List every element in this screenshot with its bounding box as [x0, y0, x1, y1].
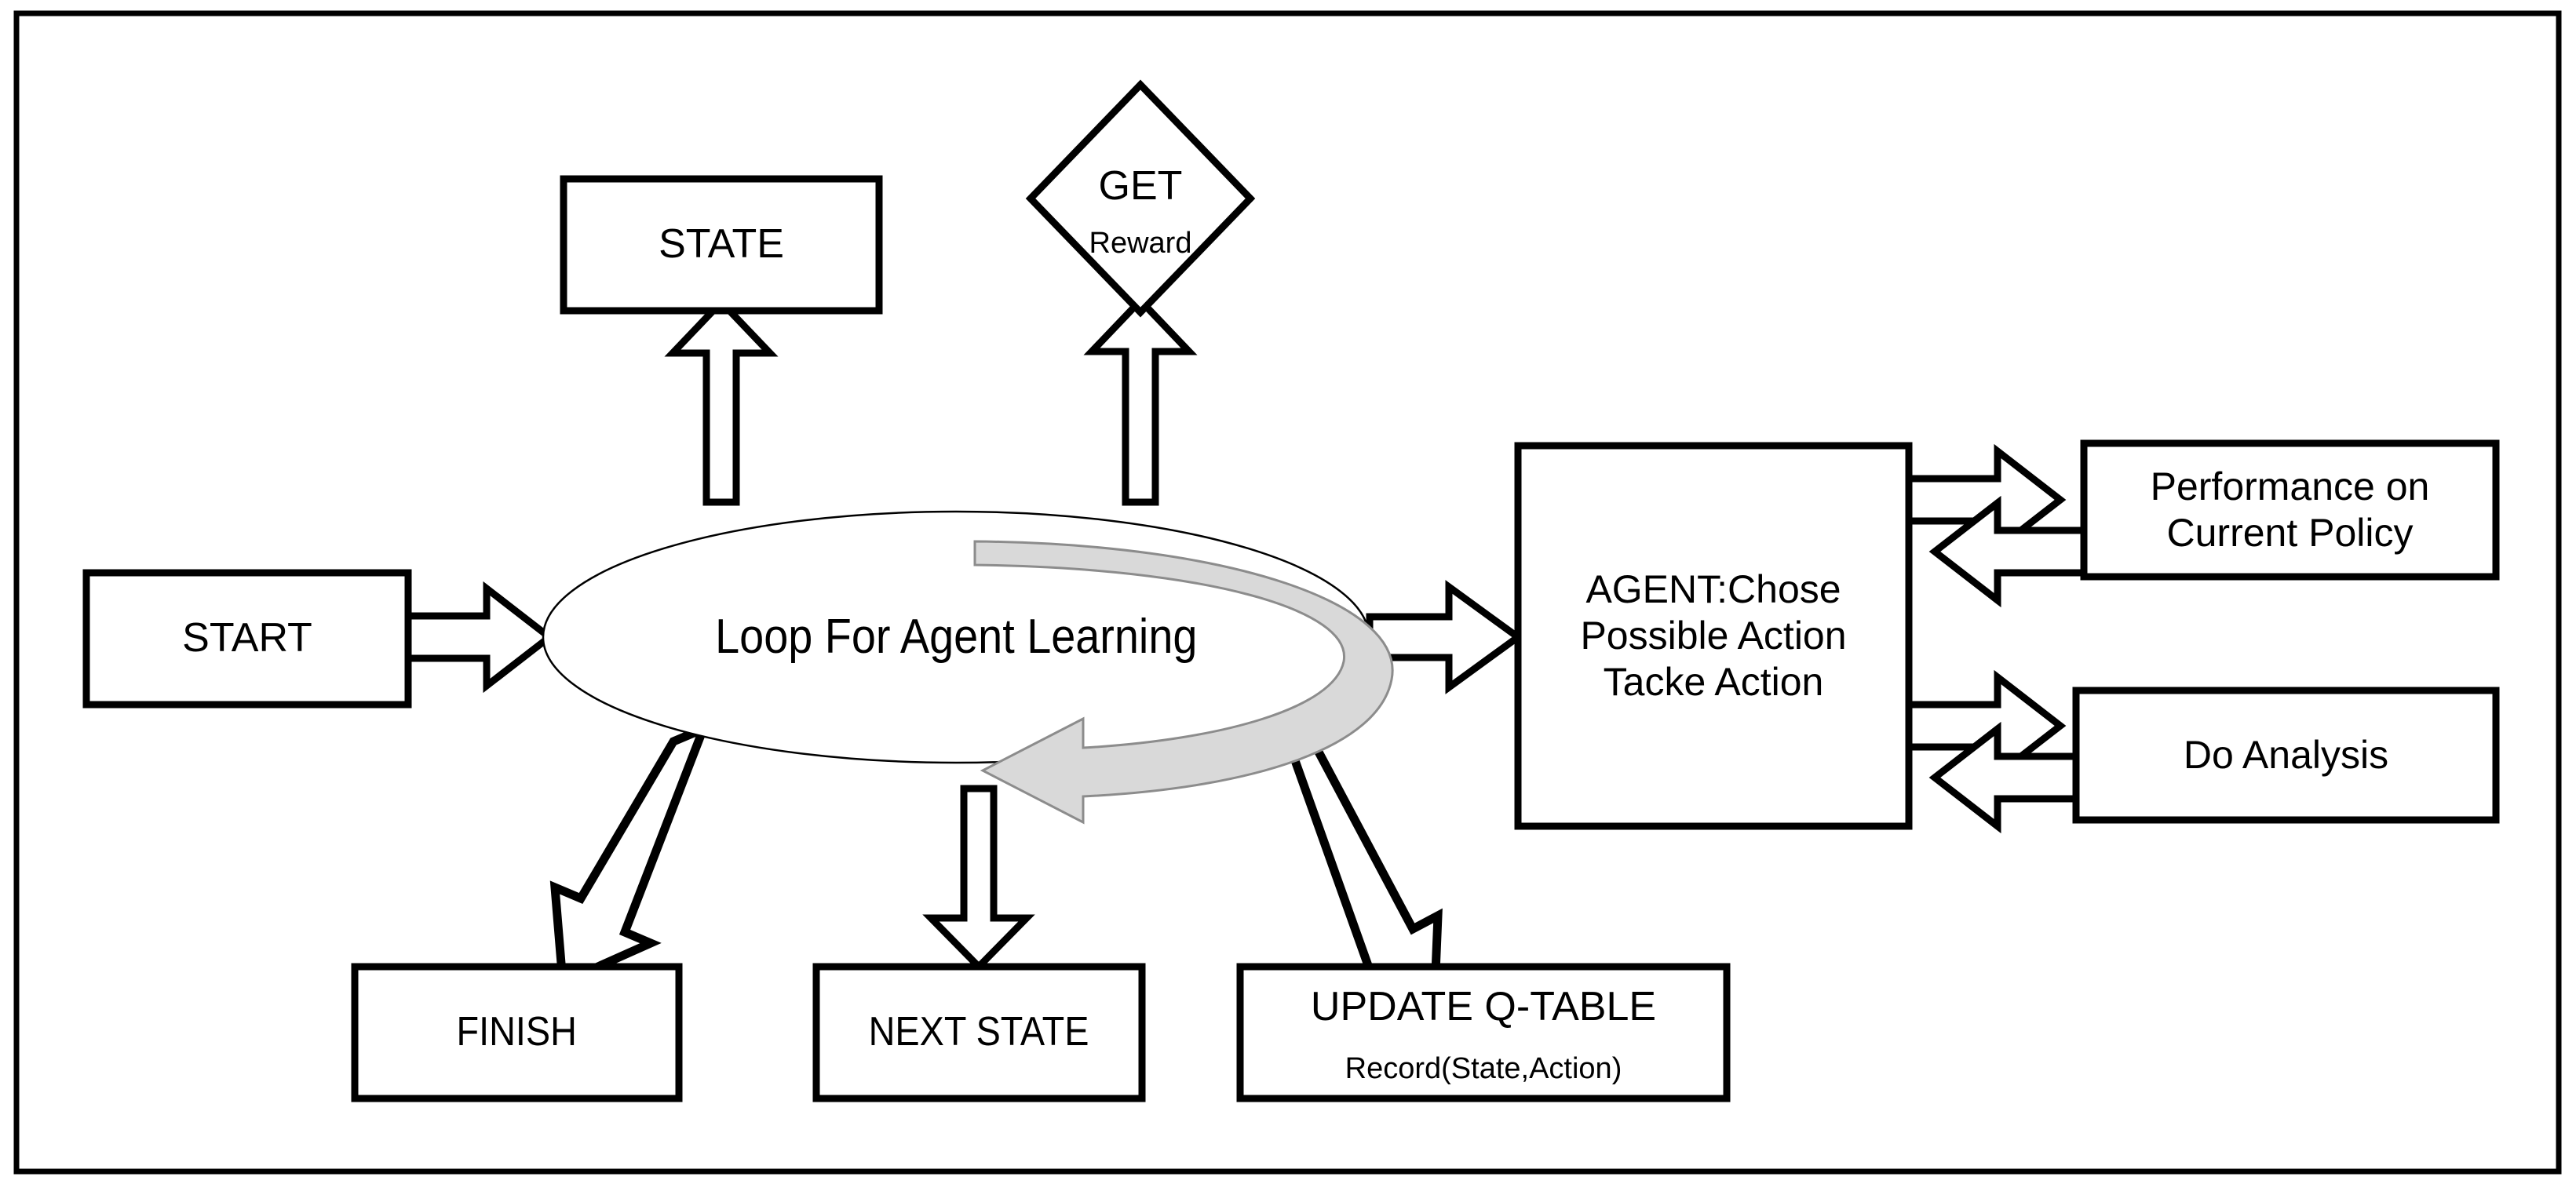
next-state-box[interactable] — [812, 963, 1146, 1102]
arrow-loop-to-get-reward — [1083, 295, 1198, 506]
arrow-loop-to-state — [664, 297, 779, 506]
arrow-start-to-loop — [404, 581, 556, 694]
arrow-performance-to-agent — [1928, 495, 2088, 608]
start-box[interactable] — [82, 569, 412, 709]
get-reward-diamond[interactable] — [1025, 79, 1256, 318]
update-q-box[interactable] — [1236, 963, 1731, 1102]
performance-box[interactable] — [2080, 439, 2500, 581]
arrow-analysis-to-agent — [1928, 721, 2080, 834]
analysis-box[interactable] — [2072, 687, 2500, 824]
arrow-loop-to-next-state — [922, 785, 1035, 972]
loop-cycle-arrow — [973, 540, 1394, 825]
arrow-agent-to-analysis — [1905, 669, 2067, 782]
state-box[interactable] — [560, 175, 883, 315]
arrow-loop-to-finish — [549, 720, 711, 989]
finish-box[interactable] — [351, 963, 683, 1102]
agent-box[interactable] — [1514, 442, 1913, 830]
arrow-agent-to-performance — [1905, 443, 2067, 556]
